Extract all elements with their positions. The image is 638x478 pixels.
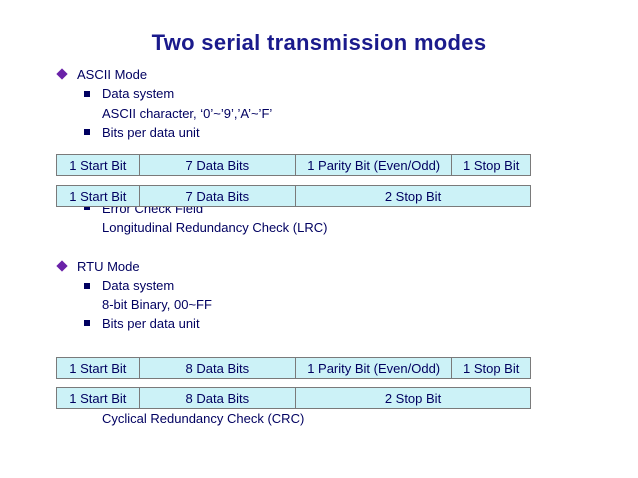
frame-cell-start: 1 Start Bit [57, 155, 140, 175]
rtu-bits-label: Bits per data unit [102, 316, 200, 331]
frame-cell-data: 7 Data Bits [140, 155, 296, 175]
ascii-check-value: Longitudinal Redundancy Check (LRC) [102, 220, 328, 235]
frame-cell-start: 1 Start Bit [57, 388, 140, 408]
page-title: Two serial transmission modes [151, 30, 487, 55]
rtu-data-system-label: Data system [102, 278, 175, 293]
ascii-data-system-label: Data system [102, 86, 175, 101]
square-bullet-icon [84, 91, 90, 97]
frame-cell-parity: 1 Parity Bit (Even/Odd) [296, 358, 453, 378]
frame-cell-start: 1 Start Bit [57, 358, 140, 378]
frame-cell-stop: 2 Stop Bit [384, 390, 442, 406]
frame-cell-parity: 1 Parity Bit (Even/Odd) [296, 155, 453, 175]
frame-cell-start: 1 Start Bit [57, 186, 140, 206]
rtu-check-value: Cyclical Redundancy Check (CRC) [102, 411, 305, 426]
square-bullet-icon [84, 129, 90, 135]
frame-cell-data: 8 Data Bits [140, 358, 296, 378]
ascii-bits-label: Bits per data unit [102, 125, 200, 140]
diamond-bullet-icon [56, 68, 68, 80]
rtu-mode-heading: RTU Mode [77, 259, 140, 274]
diamond-bullet-icon [56, 260, 68, 272]
frame-cell-data: 7 Data Bits [140, 186, 296, 206]
ascii-mode-heading: ASCII Mode [77, 67, 148, 82]
ascii-frame-no-parity: 1 Start Bit 7 Data Bits 2 Stop Bit [56, 185, 531, 207]
rtu-frame-parity: 1 Start Bit 8 Data Bits 1 Parity Bit (Ev… [56, 357, 531, 379]
square-bullet-icon [84, 204, 90, 210]
frame-cell-data: 8 Data Bits [140, 388, 296, 408]
frame-cell-stop: 2 Stop Bit [384, 188, 442, 204]
rtu-data-system-value: 8-bit Binary, 00~FF [102, 297, 212, 312]
rtu-frame-no-parity: 1 Start Bit 8 Data Bits 2 Stop Bit [56, 387, 531, 409]
frame-cell-stop: 1 Stop Bit [462, 360, 520, 376]
ascii-frame-parity: 1 Start Bit 7 Data Bits 1 Parity Bit (Ev… [56, 154, 531, 176]
square-bullet-icon [84, 283, 90, 289]
square-bullet-icon [84, 320, 90, 326]
ascii-data-system-value: ASCII character, ‘0’~’9’,’A’~’F’ [102, 106, 273, 121]
frame-cell-stop: 1 Stop Bit [462, 157, 520, 173]
